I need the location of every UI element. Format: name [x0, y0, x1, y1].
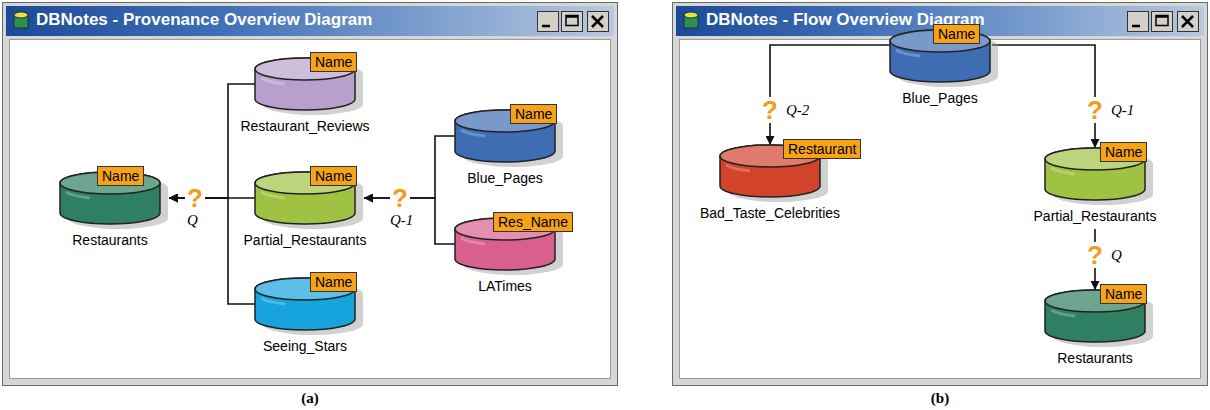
database-node: NameBlue_Pages: [455, 102, 555, 189]
query-label: Q-2: [786, 102, 809, 119]
query-connector: [169, 198, 255, 304]
app-icon: [682, 11, 702, 31]
attribute-tag: Name: [933, 24, 980, 44]
database-node: RestaurantBad_Taste_Celebrities: [697, 137, 844, 224]
query-label: Q-1: [1111, 102, 1134, 119]
window-controls: [537, 11, 609, 32]
attribute-tag: Restaurant: [783, 139, 861, 159]
table-name: Restaurants: [1045, 350, 1145, 367]
attribute-tag: Name: [97, 166, 144, 186]
query-connector: [770, 45, 890, 145]
attribute-tag: Name: [310, 166, 357, 186]
table-name: Bad_Taste_Celebrities: [697, 205, 844, 222]
query-mark: ?: [185, 185, 205, 211]
query-mark: ?: [1085, 97, 1105, 123]
attribute-tag: Name: [1100, 142, 1147, 162]
query-connector: [169, 84, 255, 198]
database-node: NameSeeing_Stars: [255, 270, 355, 357]
figure-caption: (b): [931, 390, 949, 407]
attribute-tag: Res_Name: [493, 212, 573, 232]
attribute-tag: Name: [510, 104, 557, 124]
table-name: Partial_Restaurants: [1031, 208, 1160, 225]
table-name: Blue_Pages: [455, 170, 555, 187]
figure-caption: (a): [301, 390, 319, 407]
window-controls: [1127, 11, 1199, 32]
query-label: Q-1: [390, 212, 413, 229]
query-label: Q: [187, 212, 198, 229]
query-mark: ?: [760, 97, 780, 123]
table-name: Blue_Pages: [890, 90, 990, 107]
database-node: NameRestaurant_Reviews: [237, 50, 373, 137]
window-node: DBNotes - Flow Overview DiagramNameBlue_…: [672, 2, 1208, 386]
database-node: NameRestaurants: [60, 164, 160, 251]
query-label: Q: [1111, 247, 1122, 264]
attribute-tag: Name: [310, 272, 357, 292]
app-icon: [12, 11, 32, 31]
database-node: NamePartial_Restaurants: [241, 164, 370, 251]
table-name: Seeing_Stars: [255, 338, 355, 355]
table-name: LATimes: [455, 278, 555, 295]
attribute-tag: Name: [310, 52, 357, 72]
database-node: Res_NameLATimes: [455, 210, 555, 297]
table-name: Partial_Restaurants: [241, 232, 370, 249]
query-mark: ?: [390, 185, 410, 211]
attribute-tag: Name: [1100, 284, 1147, 304]
table-name: Restaurant_Reviews: [237, 118, 373, 135]
query-connector: [992, 45, 1095, 148]
window-node: DBNotes - Provenance Overview DiagramNam…: [2, 2, 618, 386]
database-node: NameRestaurants: [1045, 282, 1145, 369]
query-mark: ?: [1085, 242, 1105, 268]
database-node: NamePartial_Restaurants: [1031, 140, 1160, 227]
table-name: Restaurants: [60, 232, 160, 249]
window-title: DBNotes - Provenance Overview Diagram: [36, 10, 372, 30]
database-node: NameBlue_Pages: [890, 22, 990, 109]
